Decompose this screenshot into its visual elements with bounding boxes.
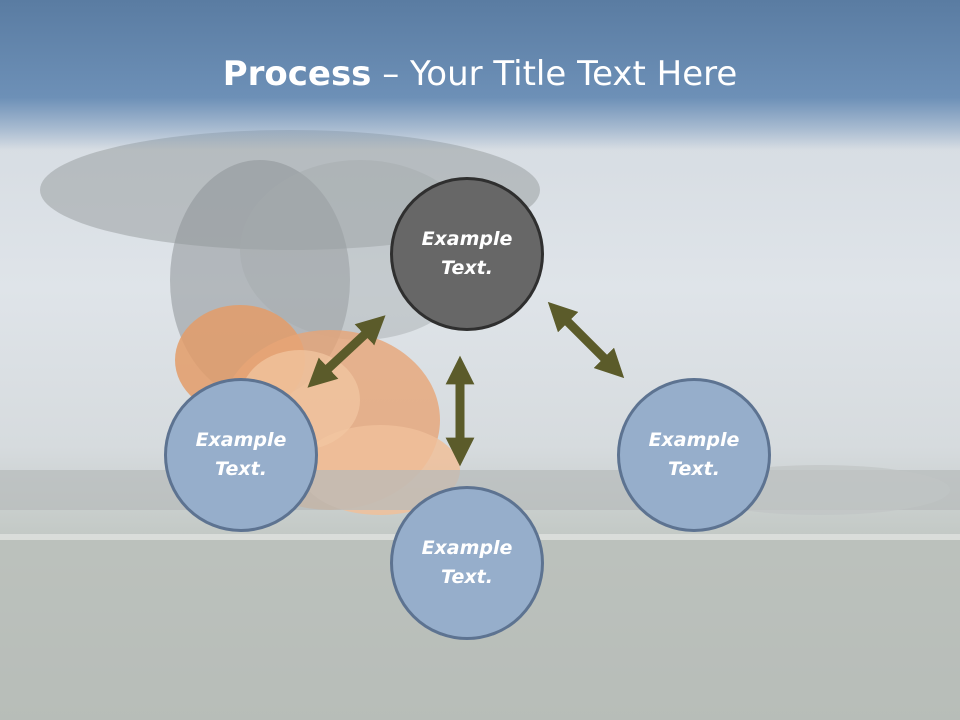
- node-label: Example Text.: [421, 228, 513, 279]
- title-rest: – Your Title Text Here: [371, 54, 738, 94]
- process-node-top[interactable]: Example Text.: [390, 177, 544, 331]
- node-label: Example Text.: [421, 537, 513, 588]
- arrow-top-right: [547, 301, 625, 379]
- node-label: Example Text.: [195, 429, 287, 480]
- process-node-bottom[interactable]: Example Text.: [390, 486, 544, 640]
- process-node-left[interactable]: Example Text.: [164, 378, 318, 532]
- title-band: [0, 0, 960, 150]
- title-bold: Process: [222, 54, 372, 94]
- process-node-right[interactable]: Example Text.: [617, 378, 771, 532]
- slide-title: Process – Your Title Text Here: [0, 50, 960, 98]
- arrow-top-left: [307, 315, 386, 388]
- node-label: Example Text.: [648, 429, 740, 480]
